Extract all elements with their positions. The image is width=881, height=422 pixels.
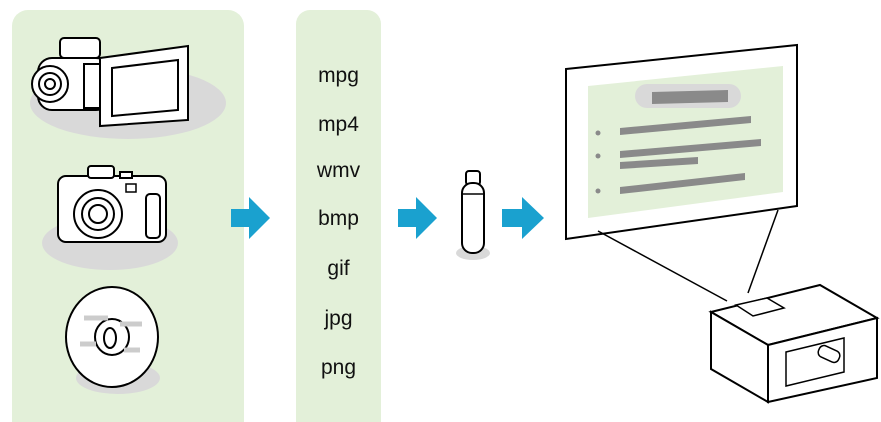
projector-icon <box>708 283 880 404</box>
format-label-png: png <box>320 356 357 379</box>
format-label-bmp: bmp <box>318 207 359 230</box>
digital-camera-icon <box>42 165 178 270</box>
beam-line-right <box>747 209 779 294</box>
format-label-wmv: wmv <box>316 159 361 182</box>
projection-screen-icon <box>565 43 798 241</box>
arrow-icon-2 <box>398 197 437 239</box>
usb-memory-icon <box>456 170 490 260</box>
arrow-icon-3 <box>502 197 544 239</box>
format-label-mpg: mpg <box>318 64 359 87</box>
video-camera-icon <box>30 37 226 139</box>
format-label-mp4: mp4 <box>318 113 359 136</box>
formats-panel <box>296 10 381 422</box>
format-label-jpg: jpg <box>324 307 353 330</box>
beam-line-left <box>597 230 728 302</box>
disc-icon <box>65 286 160 394</box>
arrow-icon-1 <box>231 197 270 239</box>
format-label-gif: gif <box>327 257 350 280</box>
